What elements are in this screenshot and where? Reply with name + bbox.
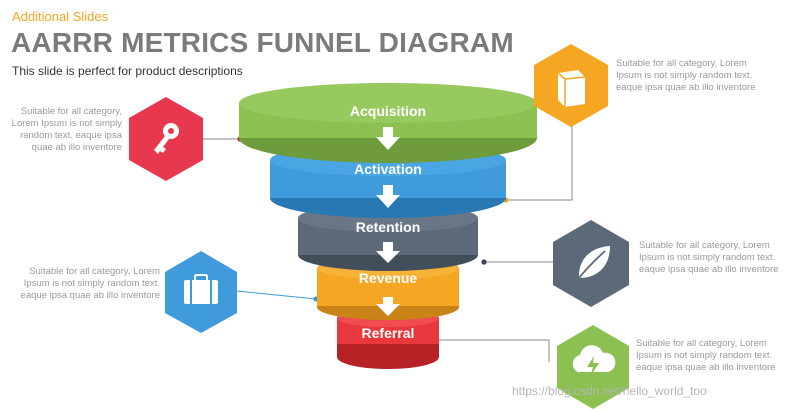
page-description: This slide is perfect for product descri… — [12, 64, 243, 78]
note-leaf: Suitable for all category, Lorem Ipsum i… — [639, 240, 779, 275]
funnel-layer-acquisition — [239, 83, 537, 163]
arrow-down-icon — [376, 297, 400, 316]
kicker-text: Additional Slides — [12, 9, 109, 24]
key-icon — [129, 97, 203, 181]
note-key: Suitable for all category, Lorem Ipsum i… — [11, 106, 122, 153]
flow-arrows — [376, 127, 400, 316]
suitcase-icon — [165, 251, 237, 333]
arrow-down-icon — [376, 242, 400, 263]
arrow-down-icon — [376, 127, 400, 150]
stage-label-referral: Referral — [362, 325, 415, 341]
note-book: Suitable for all category, Lorem Ipsum i… — [616, 58, 756, 93]
page-title: AARRR METRICS FUNNEL DIAGRAM — [11, 27, 514, 58]
arrow-down-icon — [376, 185, 400, 208]
stage-label-retention: Retention — [356, 219, 421, 235]
book-icon — [534, 44, 608, 127]
connector-lines — [203, 125, 573, 362]
stage-label-acquisition: Acquisition — [350, 103, 426, 119]
cloud-bolt-icon — [557, 325, 629, 409]
leaf-icon — [553, 220, 629, 307]
stage-label-revenue: Revenue — [359, 270, 418, 286]
watermark-url: https://blog.csdn.net/hello_world_too — [512, 384, 707, 398]
stage-label-activation: Activation — [354, 161, 422, 177]
note-cloud: Suitable for all category, Lorem Ipsum i… — [636, 338, 776, 373]
note-suitcase: Suitable for all category, Lorem Ipsum i… — [20, 266, 160, 301]
